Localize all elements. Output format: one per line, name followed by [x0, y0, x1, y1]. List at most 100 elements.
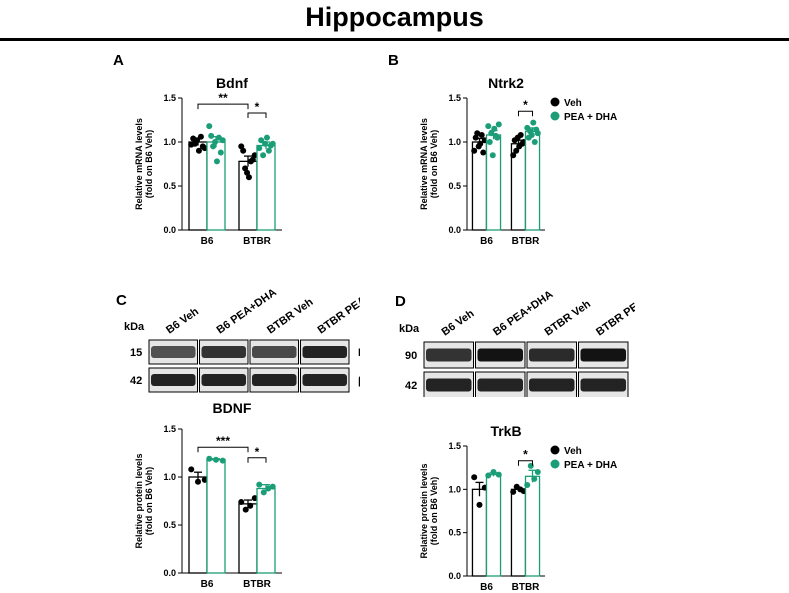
data-point [201, 145, 208, 152]
data-point [530, 119, 537, 126]
data-point [217, 149, 224, 156]
data-point [513, 147, 520, 154]
significance-label: *** [216, 434, 230, 448]
data-point [474, 130, 481, 137]
data-point [486, 139, 493, 145]
data-point [219, 457, 226, 464]
kda-label: kDa [399, 323, 420, 335]
legend-marker [550, 97, 560, 107]
bar [206, 459, 226, 574]
blot-band [529, 378, 575, 392]
data-point [534, 469, 541, 475]
chart-title: TrkB [490, 423, 521, 439]
data-point [195, 147, 202, 154]
y-tick-label: 0.0 [163, 568, 176, 578]
data-point [477, 140, 484, 147]
blot-band [477, 348, 523, 362]
molecular-weight: 90 [405, 350, 417, 362]
data-point [219, 137, 226, 144]
data-point [488, 130, 495, 137]
blot-band [201, 346, 246, 358]
legend-label: PEA + DHA [564, 112, 617, 123]
data-point [528, 131, 535, 138]
data-point [495, 121, 502, 128]
legend-marker [550, 111, 560, 121]
x-tick-label: B6 [480, 582, 493, 593]
y-tick-label: 0.5 [448, 181, 461, 191]
y-axis-label: Relative mRNA levels [419, 118, 429, 210]
data-point [212, 139, 219, 145]
data-point [208, 132, 215, 139]
x-tick-label: B6 [201, 579, 214, 590]
data-point [213, 456, 219, 463]
lane-label: BTBR PEA+DHA [594, 279, 635, 338]
panel-label-d: D [395, 293, 406, 310]
band-label: β-Actin [358, 375, 360, 387]
y-axis-label: Relative protein levels [134, 453, 144, 548]
data-point [206, 455, 213, 462]
y-tick-label: 1.5 [448, 93, 461, 103]
legend-label: PEA + DHA [564, 460, 617, 471]
lane-label: BTBR Veh [543, 298, 594, 338]
data-point [245, 174, 252, 181]
significance-bracket [247, 112, 267, 118]
data-point [510, 152, 517, 159]
title-divider [0, 38, 789, 41]
data-point [265, 147, 272, 154]
chart-trkb-protein: TrkB Relative protein levels(fold on B6 V… [419, 423, 617, 593]
data-point [269, 140, 276, 147]
lane-label: B6 Veh [164, 305, 201, 336]
x-tick-label: B6 [480, 236, 493, 247]
y-tick-label: 0.5 [163, 520, 176, 530]
y-tick-label: 0.0 [163, 225, 176, 235]
legend-label: Veh [564, 446, 582, 457]
y-axis-label: (fold on B6 Veh) [144, 467, 154, 536]
kda-label: kDa [124, 321, 145, 333]
chart-title: Bdnf [216, 75, 248, 91]
y-tick-label: 0.0 [448, 225, 461, 235]
x-tick-label: B6 [201, 236, 214, 247]
molecular-weight: 42 [130, 375, 142, 387]
y-tick-label: 1.0 [163, 137, 176, 147]
data-point [524, 482, 531, 488]
data-point [494, 134, 501, 141]
y-tick-label: 1.0 [163, 472, 176, 482]
band-label: BDNF [358, 347, 360, 359]
bar [256, 487, 276, 574]
significance-bracket [247, 457, 267, 463]
data-point [265, 485, 272, 492]
blot-band [201, 374, 246, 386]
data-point [260, 489, 267, 496]
significance-label: * [255, 100, 260, 114]
y-tick-label: 1.5 [448, 441, 461, 451]
y-axis-label: (fold on B6 Veh) [429, 477, 439, 546]
data-point [480, 149, 487, 156]
lane-label: B6 Veh [440, 307, 477, 338]
data-point [213, 158, 220, 165]
data-point [490, 469, 497, 475]
blot-band [151, 346, 196, 358]
bar [206, 141, 226, 231]
significance-label: * [523, 448, 528, 462]
panel-label-a: A [113, 52, 124, 69]
bar [485, 134, 502, 231]
y-axis-label: Relative protein levels [419, 463, 429, 558]
x-tick-label: BTBR [243, 579, 272, 590]
data-point [195, 478, 201, 485]
panel-label-b: B [388, 52, 399, 69]
significance-bracket [197, 446, 249, 453]
data-point [269, 483, 276, 490]
lane-label: BTBR Veh [265, 296, 316, 336]
significance-bracket [517, 110, 534, 117]
bar [510, 488, 527, 577]
y-axis-label: Relative mRNA levels [134, 118, 144, 210]
data-point [256, 481, 263, 488]
y-tick-label: 0.5 [448, 528, 461, 538]
data-point [238, 498, 245, 505]
data-point [258, 137, 265, 144]
data-point [517, 131, 524, 138]
panel-label-c: C [116, 292, 127, 309]
